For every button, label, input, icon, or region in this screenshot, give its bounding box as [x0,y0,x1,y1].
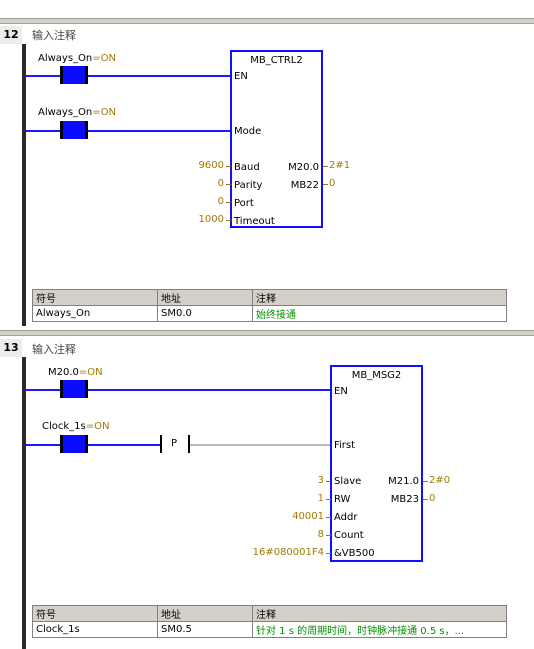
column-header-address: 地址 [157,289,253,306]
pin-first: First [334,440,356,451]
table-row: Always_On SM0.0 始终接通 [32,305,507,322]
network-number[interactable]: 13 [0,339,22,357]
power-flow-wire [26,75,60,77]
pin-port: Port [234,198,254,209]
addr-value[interactable]: 40001 [292,511,324,522]
pin-slave: Slave [334,476,362,487]
contact-label: Clock_1s=ON [42,421,110,432]
contact-always-on-2[interactable] [60,121,88,139]
network-separator [0,330,534,336]
pin-en: EN [334,386,348,397]
inactive-wire [190,444,332,446]
power-flow-wire [88,75,232,77]
column-header-comment: 注释 [252,605,507,622]
network-comment[interactable]: 输入注释 [32,343,76,356]
column-header-symbol: 符号 [32,605,158,622]
contact-always-on-1[interactable] [60,66,88,84]
slave-value[interactable]: 3 [317,475,324,486]
contact-label: Always_On=ON [38,107,116,118]
power-flow-wire [88,444,160,446]
count-value[interactable]: 8 [317,529,324,540]
timeout-value[interactable]: 1000 [198,214,224,225]
power-rail [22,357,26,649]
mb-ctrl2-block[interactable]: MB_CTRL2 EN Mode Baud Parity Port Timeou… [230,50,323,228]
port-value[interactable]: 0 [217,196,224,207]
pin-timeout: Timeout [234,216,275,227]
power-flow-wire [26,444,60,446]
positive-transition-contact[interactable] [160,435,190,453]
mb-msg2-block[interactable]: MB_MSG2 EN First Slave RW Addr Count &VB… [330,365,423,562]
block-title: MB_CTRL2 [250,55,303,66]
done-value[interactable]: 2#0 [429,475,451,486]
pin-dataptr: &VB500 [334,548,375,559]
network-separator-top [0,18,534,24]
dataptr-value[interactable]: 16#080001F4 [252,547,324,558]
baud-value[interactable]: 9600 [198,160,224,171]
pin-addr: Addr [334,512,358,523]
pin-error: MB22 [290,180,319,191]
rw-value[interactable]: 1 [317,493,324,504]
pin-mode: Mode [234,126,262,137]
network-comment[interactable]: 输入注释 [32,29,76,42]
network-number[interactable]: 12 [0,26,22,44]
pin-parity: Parity [234,180,263,191]
table-row: Clock_1s SM0.5 针对 1 s 的周期时间，时钟脉冲接通 0.5 s… [32,621,507,638]
error-value[interactable]: 0 [429,493,436,504]
pin-en: EN [234,71,248,82]
power-flow-wire [26,389,60,391]
power-flow-wire [88,130,232,132]
done-value[interactable]: 2#1 [329,160,351,171]
pin-count: Count [334,530,364,541]
contact-label: M20.0=ON [48,367,103,378]
address-cell: SM0.0 [157,305,253,322]
comment-cell: 针对 1 s 的周期时间，时钟脉冲接通 0.5 s，... [252,621,507,638]
contact-label: Always_On=ON [38,53,116,64]
symbol-cell: Always_On [32,305,158,322]
power-flow-wire [88,389,332,391]
column-header-symbol: 符号 [32,289,158,306]
contact-clock-1s[interactable] [60,435,88,453]
power-flow-wire [26,130,60,132]
symbol-table: 符号 地址 注释 Clock_1s SM0.5 针对 1 s 的周期时间，时钟脉… [32,605,507,638]
pin-done: M20.0 [288,162,319,173]
pin-done: M21.0 [388,476,419,487]
pin-baud: Baud [234,162,260,173]
pin-error: MB23 [390,494,419,505]
parity-value[interactable]: 0 [217,178,224,189]
column-header-address: 地址 [157,605,253,622]
column-header-comment: 注释 [252,289,507,306]
power-rail [22,44,26,326]
block-title: MB_MSG2 [351,370,402,381]
error-value[interactable]: 0 [329,178,336,189]
pin-rw: RW [334,494,351,505]
contact-m20-0[interactable] [60,380,88,398]
address-cell: SM0.5 [157,621,253,638]
symbol-cell: Clock_1s [32,621,158,638]
comment-cell: 始终接通 [252,305,507,322]
symbol-table: 符号 地址 注释 Always_On SM0.0 始终接通 [32,289,507,322]
p-contact-label: P [171,438,178,449]
